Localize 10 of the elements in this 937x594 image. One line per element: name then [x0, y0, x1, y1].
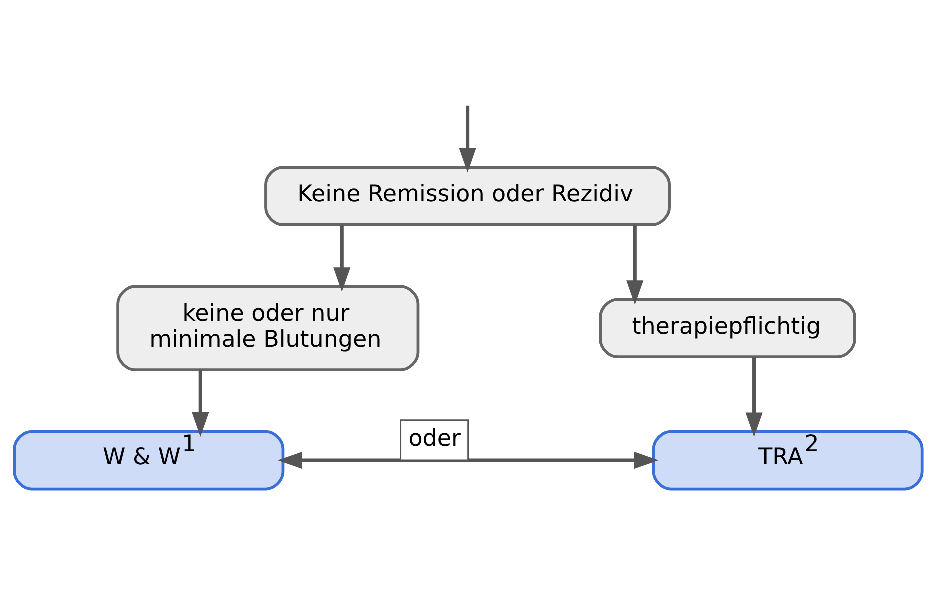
node-box: Keine Remission oder Rezidiv	[264, 166, 671, 226]
arrow	[459, 106, 476, 173]
arrow	[746, 358, 763, 438]
node-box: keine oder nur minimale Blutungen	[116, 285, 420, 372]
edge-label: oder	[408, 426, 461, 452]
node-box: therapiepflichtig	[599, 298, 856, 359]
arrow	[626, 226, 644, 306]
arrow	[334, 226, 351, 292]
arrow	[192, 370, 210, 437]
arrow	[278, 452, 659, 470]
